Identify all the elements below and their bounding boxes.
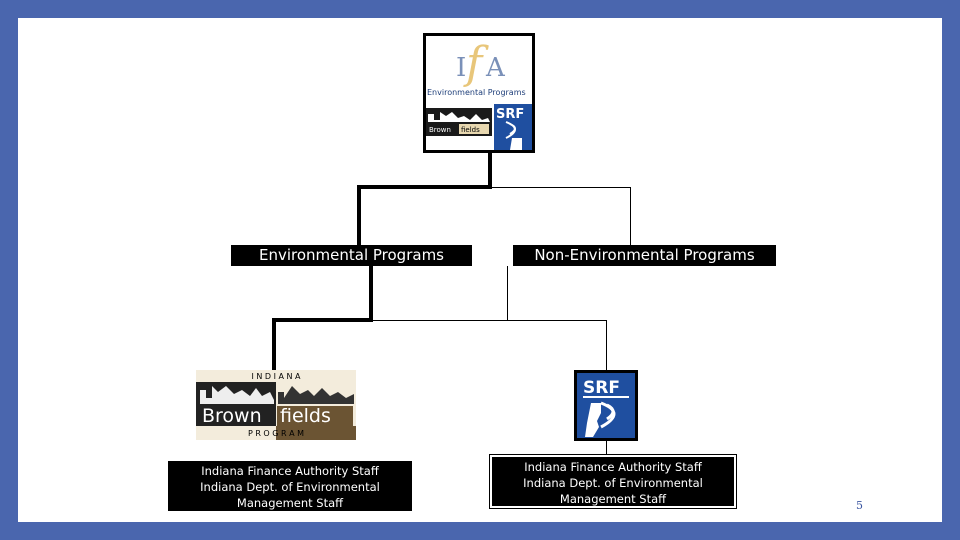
- connector-top-bar-right: [492, 187, 631, 188]
- connector-brownfields-drop: [272, 318, 276, 370]
- srf-logo: SRF: [574, 370, 638, 441]
- staff-line-ifa: Indiana Finance Authority Staff: [201, 464, 379, 478]
- svg-text:SRF: SRF: [496, 107, 524, 122]
- ifa-logo-letter-a: A: [485, 53, 506, 83]
- environmental-programs-node: Environmental Programs: [231, 245, 472, 266]
- brownfields-program-logo: I N D I A N A Brown fields P R O G R A M: [196, 370, 356, 440]
- staff-box-non-environmental: Indiana Finance Authority Staff Indiana …: [489, 454, 737, 509]
- ifa-logo-graphic: I f A Environmental Programs Brown field…: [426, 38, 532, 150]
- connector-env-bar: [272, 318, 373, 322]
- ifa-environmental-logo: I f A Environmental Programs Brown field…: [423, 33, 535, 153]
- brownfields-brand-left: Brown: [202, 405, 262, 427]
- brownfields-logo-graphic: I N D I A N A Brown fields P R O G R A M: [196, 370, 356, 440]
- svg-text:fields: fields: [461, 126, 480, 134]
- connector-srf-staff: [606, 441, 607, 455]
- srf-logo-graphic: SRF: [583, 378, 629, 437]
- staff-line-idem: Indiana Dept. of Environmental: [523, 476, 703, 490]
- connector-env-stem: [369, 266, 373, 322]
- srf-logo-mark: SRF: [583, 378, 620, 398]
- connector-top-bar-left: [357, 185, 492, 189]
- connector-env-bar-thin: [373, 320, 607, 321]
- connector-nonenv-drop: [630, 187, 631, 245]
- staff-line-management: Management Staff: [236, 496, 344, 510]
- staff-line-management: Management Staff: [559, 492, 667, 506]
- staff-box-environmental: Indiana Finance Authority Staff Indiana …: [168, 461, 412, 511]
- connector-env-drop: [357, 185, 361, 245]
- brownfields-bottom-letters: P R O G R A M: [248, 429, 304, 438]
- svg-text:Brown: Brown: [429, 126, 451, 134]
- connector-top-stem: [488, 153, 492, 189]
- staff-line-ifa: Indiana Finance Authority Staff: [524, 460, 702, 474]
- ifa-logo-letter-i: I: [456, 53, 466, 83]
- connector-nonenv-stem: [507, 266, 508, 320]
- non-environmental-programs-node: Non-Environmental Programs: [513, 245, 776, 266]
- ifa-logo-subtitle: Environmental Programs: [427, 88, 526, 97]
- brownfields-top-letters: I N D I A N A: [251, 372, 301, 381]
- page-number: 5: [856, 499, 863, 512]
- brownfields-brand-right: fields: [280, 405, 331, 427]
- connector-srf-drop: [606, 320, 607, 370]
- staff-line-idem: Indiana Dept. of Environmental: [200, 480, 380, 494]
